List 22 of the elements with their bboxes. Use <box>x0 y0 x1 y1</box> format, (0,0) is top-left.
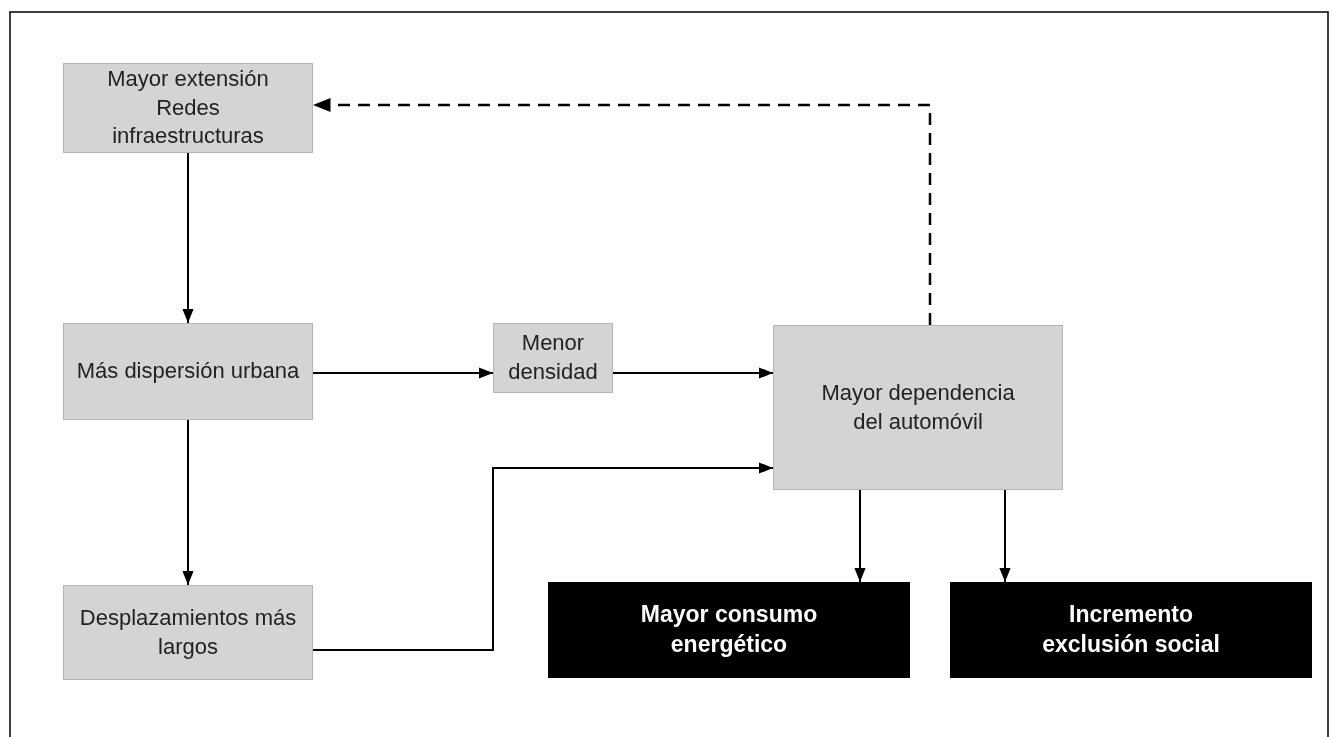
dashed-arrow <box>313 98 932 325</box>
box-text: Mayor dependencia del automóvil <box>820 378 1016 436</box>
box-text: Más dispersión urbana <box>75 357 301 386</box>
box-text: Mayor extensión Redes infraestructuras <box>106 65 270 151</box>
outcome-box <box>548 582 910 678</box>
outcome-box <box>950 582 1312 678</box>
arrow <box>182 419 194 586</box>
arrow <box>999 489 1011 583</box>
process-box <box>773 325 1063 490</box>
arrow <box>182 152 194 324</box>
arrow <box>312 367 494 379</box>
process-box <box>493 323 613 393</box>
process-box <box>63 323 313 420</box>
arrow <box>612 367 774 379</box>
arrow <box>312 462 774 651</box>
box-text: Menor densidad <box>507 329 599 386</box>
box-text: Desplazamientos más largos <box>78 603 298 661</box>
arrow <box>854 489 866 583</box>
process-box <box>63 585 313 680</box>
process-box <box>63 63 313 153</box>
box-text: Incremento exclusión social <box>1041 600 1221 659</box>
box-text: Mayor consumo energético <box>639 600 819 659</box>
